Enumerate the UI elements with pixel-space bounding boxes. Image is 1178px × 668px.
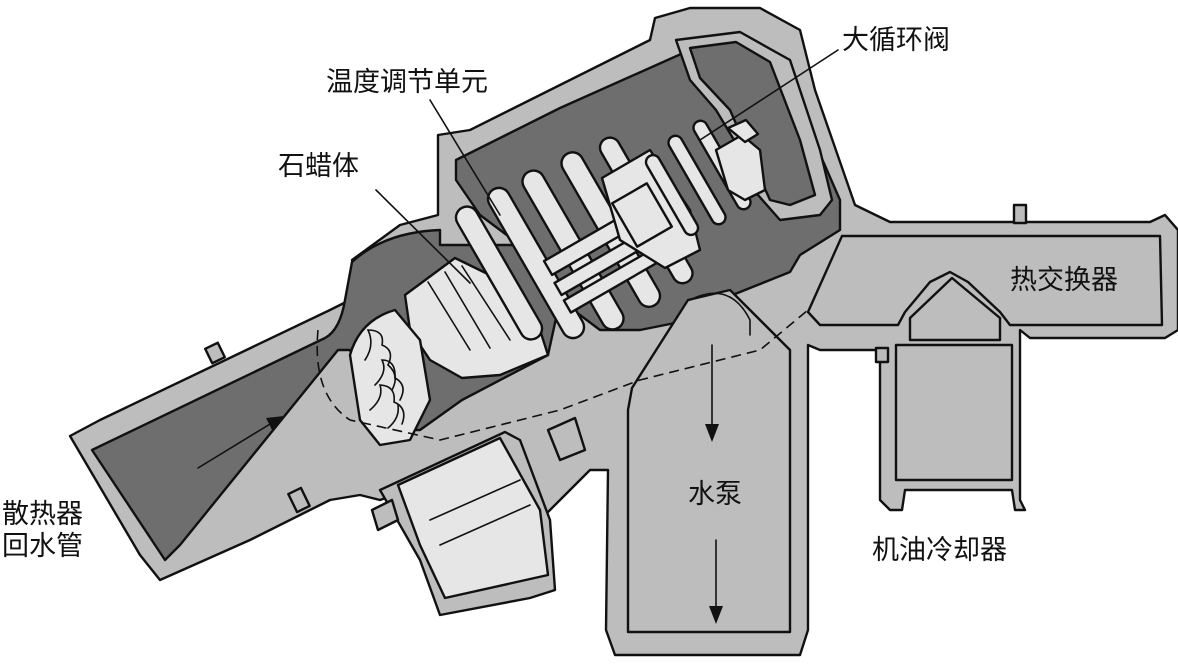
label-temp-control-unit: 温度调节单元 [326, 67, 488, 98]
inlet-flow-arrow [197, 417, 281, 469]
label-radiator-return-line-1: 散热器 [2, 499, 83, 530]
label-paraffin-body: 石蜡体 [278, 151, 359, 182]
big-circulation-valve-discs [644, 118, 767, 237]
lower-nub [287, 486, 311, 514]
heat-exchanger-divider [908, 276, 1002, 342]
callout-lines [375, 49, 839, 284]
sensor-bellows [348, 308, 432, 447]
heat-exchanger-channel [806, 234, 1164, 327]
thermostat-element [348, 118, 767, 447]
oil-cooler-channel [894, 343, 1014, 482]
label-oil-cooler: 机油冷却器 [872, 535, 1007, 566]
oil-nub [874, 346, 890, 364]
leader-paraffin-body [375, 189, 471, 284]
label-big-circulation-valve: 大循环阀 [842, 25, 950, 56]
pump-flow-arrowhead-top [705, 424, 719, 442]
electrical-connector [370, 416, 587, 617]
pump-inner-flow [689, 292, 751, 336]
inlet-nub [204, 341, 226, 365]
seal-dashed-line [316, 249, 836, 441]
label-heat-exchanger: 热交换器 [1010, 265, 1118, 296]
valve-cap [610, 182, 674, 248]
inlet-flow-arrowhead [266, 416, 284, 430]
pump-flow-arrowhead-bottom [709, 606, 723, 624]
leader-big-circulation-valve [699, 49, 839, 141]
outlet-nub [1012, 203, 1028, 225]
chamber-inner-cavity [688, 40, 817, 207]
leader-temp-control-unit [429, 99, 501, 216]
label-radiator-return-line-2: 回水管 [2, 531, 83, 562]
label-water-pump: 水泵 [688, 479, 742, 510]
